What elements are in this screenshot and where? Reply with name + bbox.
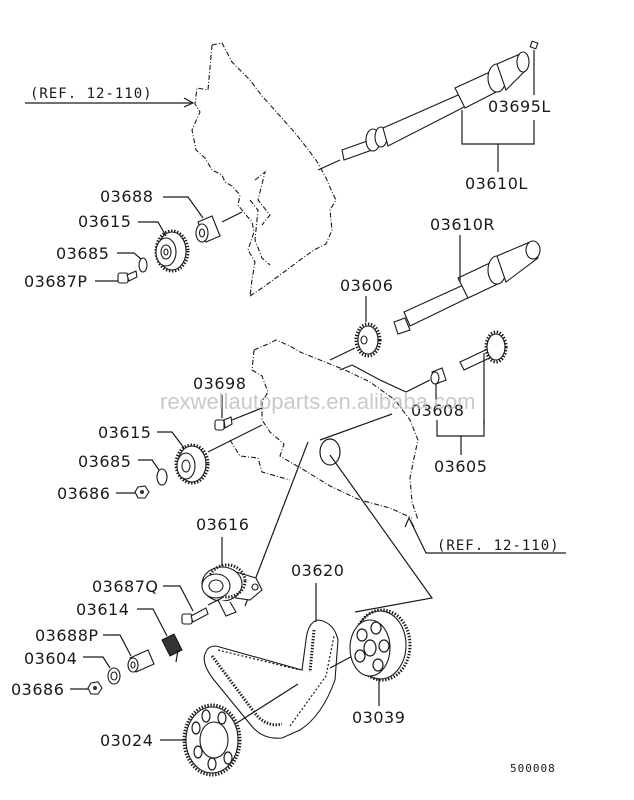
label-03610L: 03610L <box>465 174 528 193</box>
washer-03685-lower <box>156 468 168 486</box>
reference-upper-label: (REF. 12-110) <box>30 86 153 102</box>
reference-lower-arrow-line <box>409 519 566 554</box>
sprocket-03615-lower <box>174 424 263 485</box>
spring-03614 <box>161 633 183 663</box>
bushing-03608 <box>430 367 447 385</box>
washer-03685-upper <box>138 257 148 273</box>
label-03610R: 03610R <box>430 215 495 234</box>
label-03685-lower: 03685 <box>78 452 131 471</box>
sprocket-03615-upper <box>154 229 190 273</box>
label-03605: 03605 <box>434 457 487 476</box>
reference-lower: (REF. 12-110) <box>404 516 566 554</box>
label-03024: 03024 <box>100 731 153 750</box>
sprocket-03024 <box>182 703 242 777</box>
reference-upper-arrowhead <box>183 97 195 108</box>
label-03608: 03608 <box>411 401 464 420</box>
bolt-03687Q <box>181 607 209 625</box>
reference-upper: (REF. 12-110) <box>25 86 195 108</box>
seal-03604 <box>107 667 121 685</box>
label-03685-upper: 03685 <box>56 244 109 263</box>
reference-lower-label: (REF. 12-110) <box>437 538 560 554</box>
label-03616: 03616 <box>196 515 249 534</box>
rod-03688P <box>127 649 155 673</box>
label-03687P: 03687P <box>24 272 88 291</box>
upper-front-case <box>191 42 337 297</box>
watermark: rexwellautoparts.en.alibaba.com <box>160 389 476 414</box>
nut-03686-lower <box>87 681 103 695</box>
sprocket-03039 <box>349 608 412 682</box>
tensioner-03616 <box>201 563 263 617</box>
bushing-03688 <box>195 211 243 243</box>
label-03686-lower: 03686 <box>11 680 64 699</box>
label-03615-lower: 03615 <box>98 423 151 442</box>
label-03614: 03614 <box>76 600 129 619</box>
label-03688P: 03688P <box>35 626 99 645</box>
label-03604: 03604 <box>24 649 77 668</box>
timing-belt-03620 <box>203 619 361 739</box>
label-03688: 03688 <box>100 187 153 206</box>
reference-lower-arrowhead <box>404 516 415 528</box>
bolt-03687P <box>117 270 138 284</box>
lower-case <box>229 339 434 613</box>
gear-03606 <box>329 322 382 361</box>
figure-code: 500008 <box>510 762 556 775</box>
label-03698: 03698 <box>193 374 246 393</box>
label-03606: 03606 <box>340 276 393 295</box>
plug-03695L <box>529 40 539 50</box>
label-03620: 03620 <box>291 561 344 580</box>
plug-03698 <box>214 407 263 431</box>
label-03039: 03039 <box>352 708 405 727</box>
label-03615-upper: 03615 <box>78 212 131 231</box>
label-03687Q: 03687Q <box>92 577 159 596</box>
nut-03686-upper <box>134 485 150 499</box>
label-03686-upper: 03686 <box>57 484 110 503</box>
balance-shaft-left <box>317 40 539 171</box>
balance-shaft-right <box>393 240 541 335</box>
shaft-gear-03605 <box>459 330 508 425</box>
label-03695L: 03695L <box>488 97 551 116</box>
